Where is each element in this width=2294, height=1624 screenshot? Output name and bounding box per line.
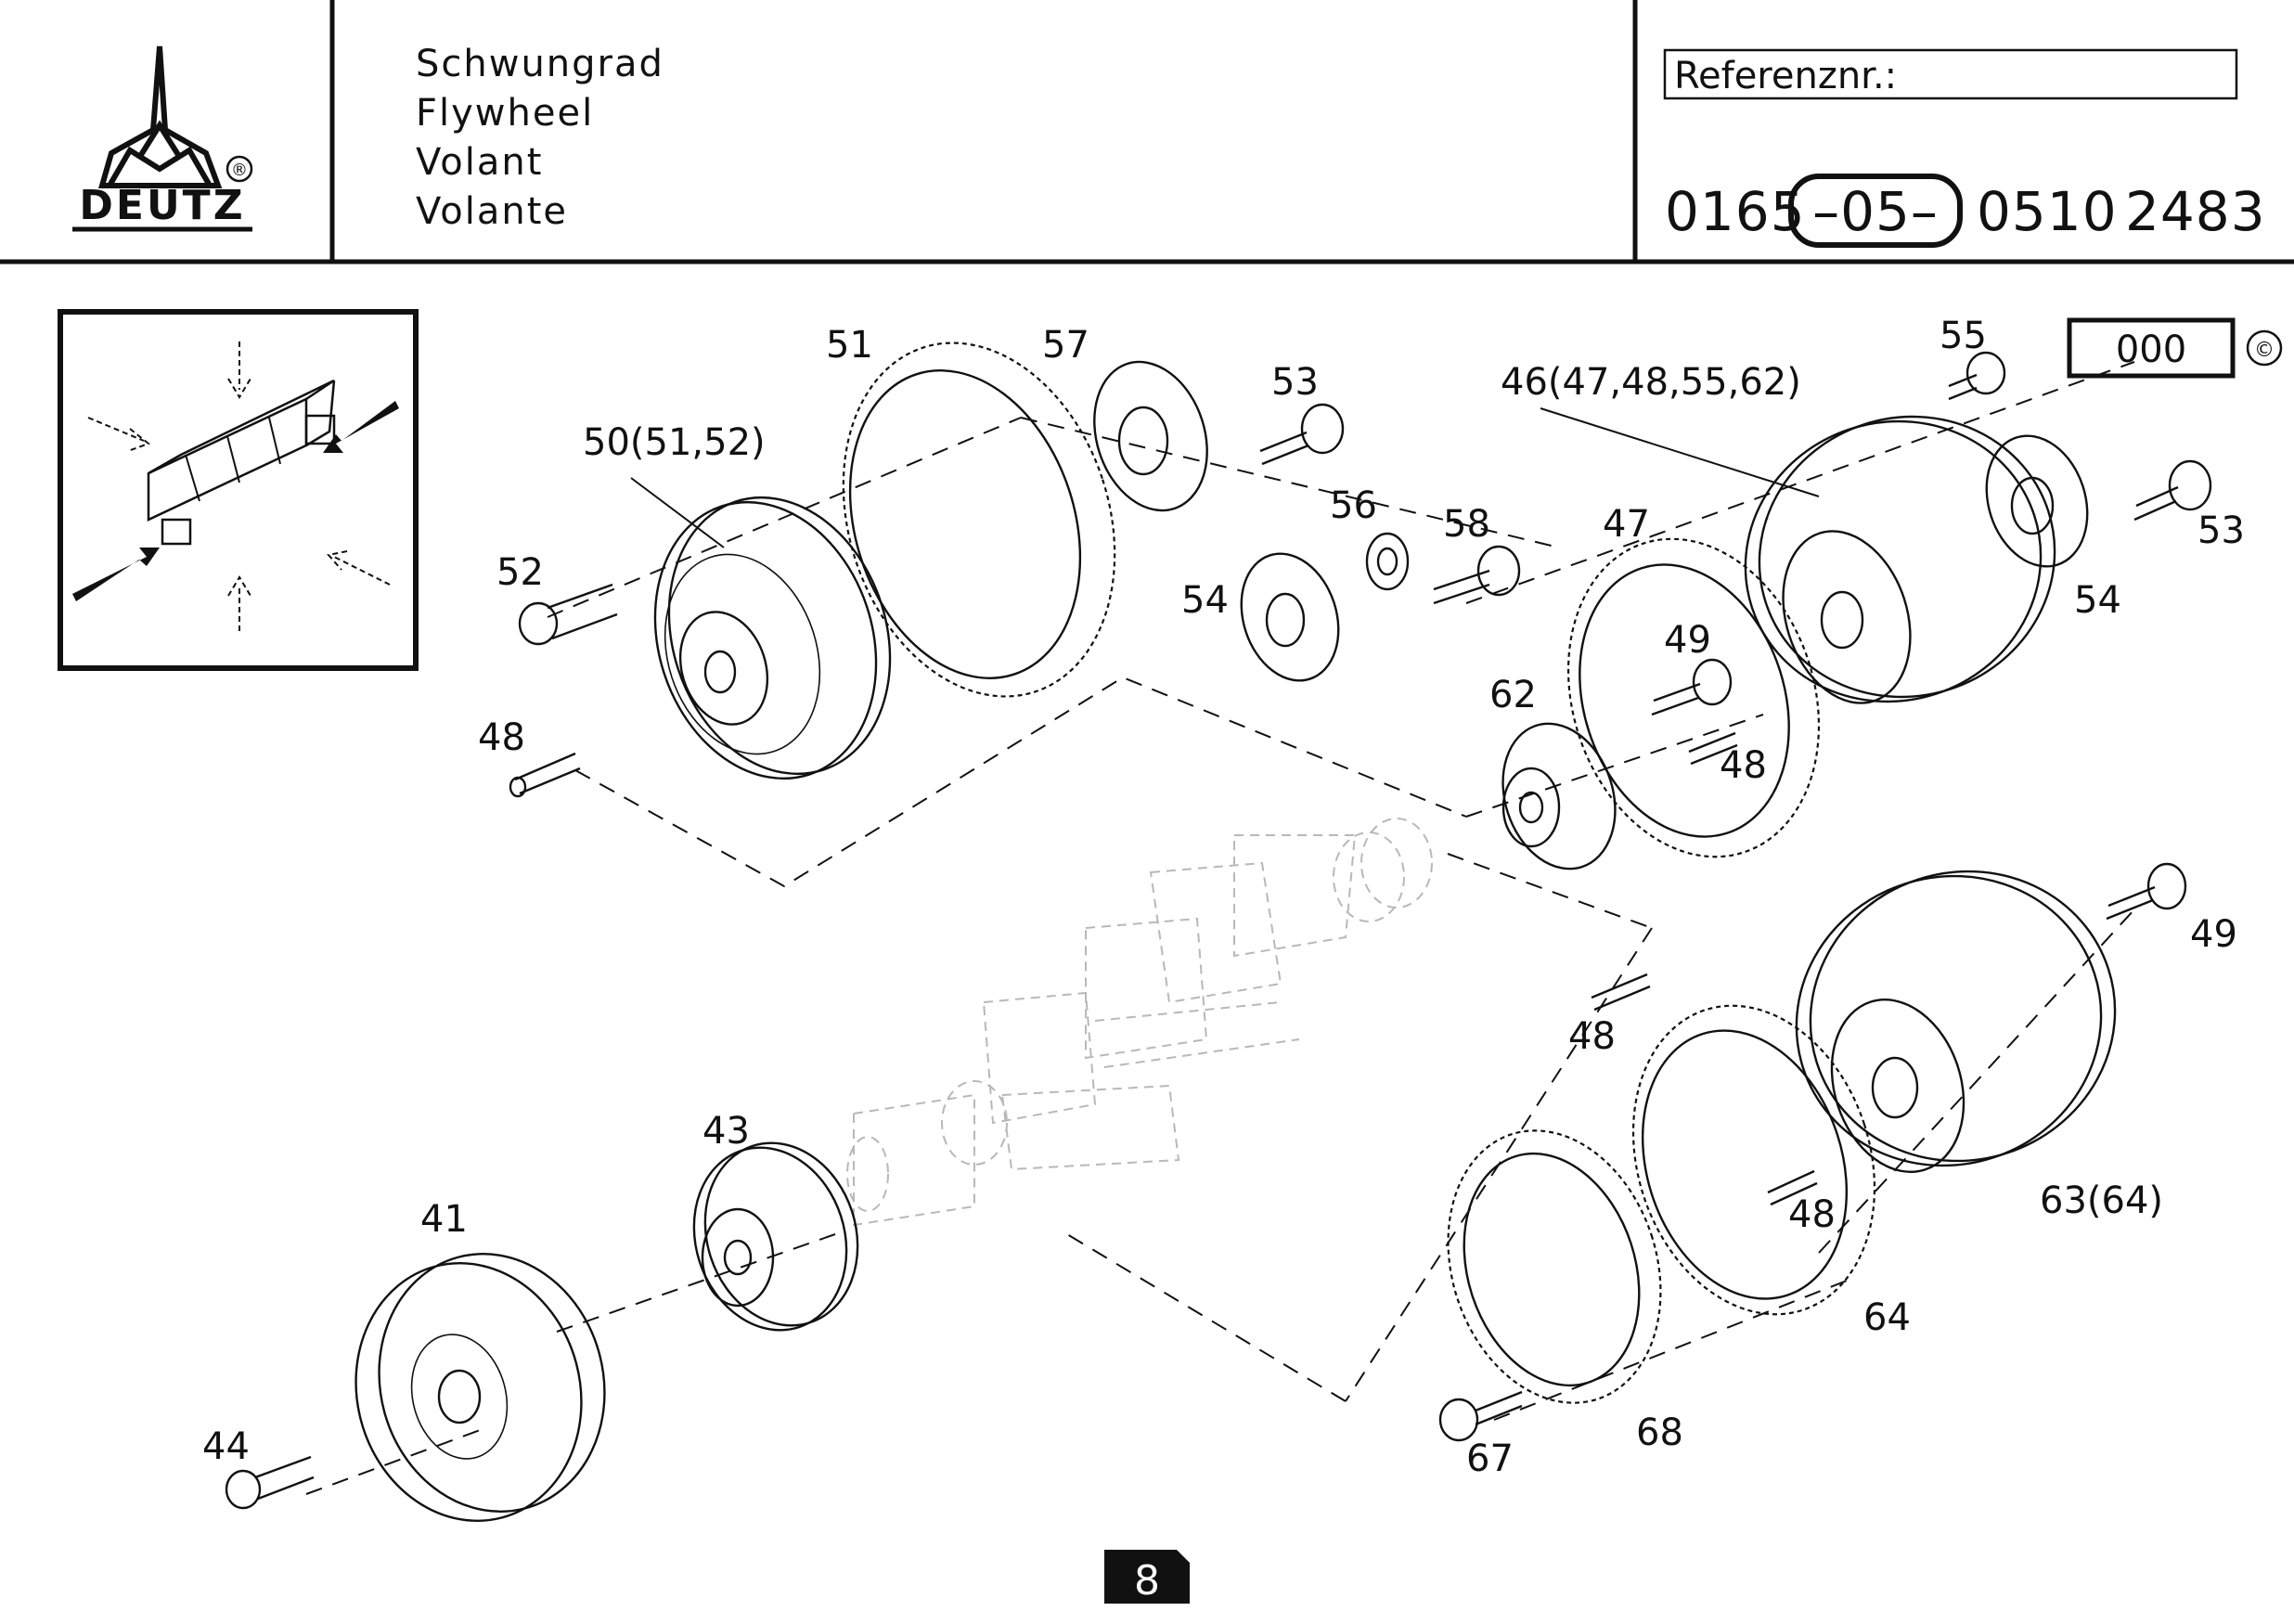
callout-62: 62 <box>1489 674 1537 716</box>
callout-54-left: 54 <box>1181 579 1229 622</box>
title-en: Flywheel <box>416 92 594 135</box>
callout-63: 63(64) <box>2040 1179 2163 1222</box>
title-block: Schwungrad Flywheel Volant Volante <box>416 43 664 233</box>
callout-49-lower: 49 <box>2190 913 2237 956</box>
bolt-67[interactable] <box>1438 1390 1523 1442</box>
callout-44: 44 <box>202 1425 250 1468</box>
callout-54-right: 54 <box>2074 579 2121 622</box>
bolt-52[interactable] <box>518 583 618 646</box>
bolt-49-lower[interactable] <box>2106 862 2187 921</box>
callout-49-upper: 49 <box>1664 619 1711 662</box>
title-de: Schwungrad <box>416 43 664 85</box>
washer-54-left[interactable] <box>1226 541 1354 693</box>
reference-label: Referenznr.: <box>1674 55 1897 97</box>
plate-57[interactable] <box>1076 347 1225 525</box>
bolt-49-upper[interactable] <box>1651 658 1733 716</box>
callout-47: 47 <box>1603 503 1650 546</box>
assembly-centerlines <box>305 361 2135 1495</box>
pin-48-middle[interactable] <box>1591 973 1651 1012</box>
part-number-group: –05– <box>1812 180 1939 243</box>
part-number-prefix: 0165 <box>1665 180 1806 243</box>
title-fr: Volant <box>416 141 543 184</box>
part-number-middle: 0510 <box>1977 180 2118 243</box>
damper-43[interactable] <box>671 1123 881 1350</box>
bolt-53-upper[interactable] <box>1259 403 1345 466</box>
callout-55: 55 <box>1940 315 1987 357</box>
sensor-ring-68[interactable] <box>1414 1102 1695 1430</box>
version-box: 000 © <box>2067 317 2283 379</box>
page-number: 8 <box>1134 1557 1160 1605</box>
bolt-58[interactable] <box>1433 545 1521 605</box>
ring-gear-64[interactable] <box>1595 974 1914 1347</box>
press-fit-detail-icon <box>58 309 419 671</box>
pulley-41[interactable] <box>328 1229 633 1547</box>
bolt-44[interactable] <box>225 1455 315 1510</box>
ring-gear-51[interactable] <box>800 307 1159 731</box>
bolt-55[interactable] <box>1948 351 2006 401</box>
callout-48-middle: 48 <box>1568 1015 1616 1058</box>
leader-lines <box>630 407 1820 548</box>
copyright-mark: © <box>2254 339 2275 362</box>
callout-48-lower: 48 <box>1788 1193 1836 1236</box>
callout-46: 46(47,48,55,62) <box>1501 361 1801 404</box>
callout-57: 57 <box>1042 324 1089 367</box>
callout-53-upper: 53 <box>1271 361 1319 404</box>
callout-58: 58 <box>1443 503 1490 546</box>
callout-48-left: 48 <box>478 716 525 759</box>
callout-41: 41 <box>420 1198 468 1241</box>
pin-48-lower[interactable] <box>1767 1169 1818 1206</box>
callout-43: 43 <box>702 1110 750 1153</box>
registered-mark: ® <box>231 161 248 180</box>
pin-48-left[interactable] <box>509 752 581 798</box>
crankshaft-ghost <box>846 818 1433 1227</box>
callout-50: 50(51,52) <box>583 421 766 464</box>
callout-67: 67 <box>1466 1437 1514 1480</box>
callout-48-upper-right: 48 <box>1720 744 1767 787</box>
flywheel-50[interactable] <box>621 469 925 807</box>
title-es: Volante <box>416 190 568 233</box>
deutz-logo-icon: ® DEUTZ <box>72 45 253 232</box>
callout-51: 51 <box>826 324 873 367</box>
bearing-56[interactable] <box>1365 532 1410 591</box>
reference-block: Referenznr.: 0165 –05– 0510 2483 <box>1663 48 2266 248</box>
callout-64: 64 <box>1863 1296 1911 1339</box>
plate-54-right[interactable] <box>1970 422 2103 579</box>
bolt-53-right[interactable] <box>2133 459 2212 522</box>
callouts: 51 57 53 55 46(47,48,55,62) 50(51,52) 56… <box>202 315 2245 1480</box>
part-number-suffix: 2483 <box>2125 180 2266 243</box>
brand-name: DEUTZ <box>79 182 245 229</box>
header-frame <box>0 0 2294 264</box>
callout-68: 68 <box>1636 1411 1683 1454</box>
callout-53-right: 53 <box>2197 509 2245 552</box>
group-highlight <box>1788 174 1963 248</box>
callout-52: 52 <box>496 551 544 594</box>
flywheel-63[interactable] <box>1759 832 2153 1205</box>
flywheel-46[interactable] <box>1708 379 2091 740</box>
callout-56: 56 <box>1330 484 1377 527</box>
hub-62[interactable] <box>1485 709 1633 883</box>
page-number-tab: 8 <box>1104 1550 1190 1605</box>
pin-48-upper-right[interactable] <box>1688 731 1738 766</box>
